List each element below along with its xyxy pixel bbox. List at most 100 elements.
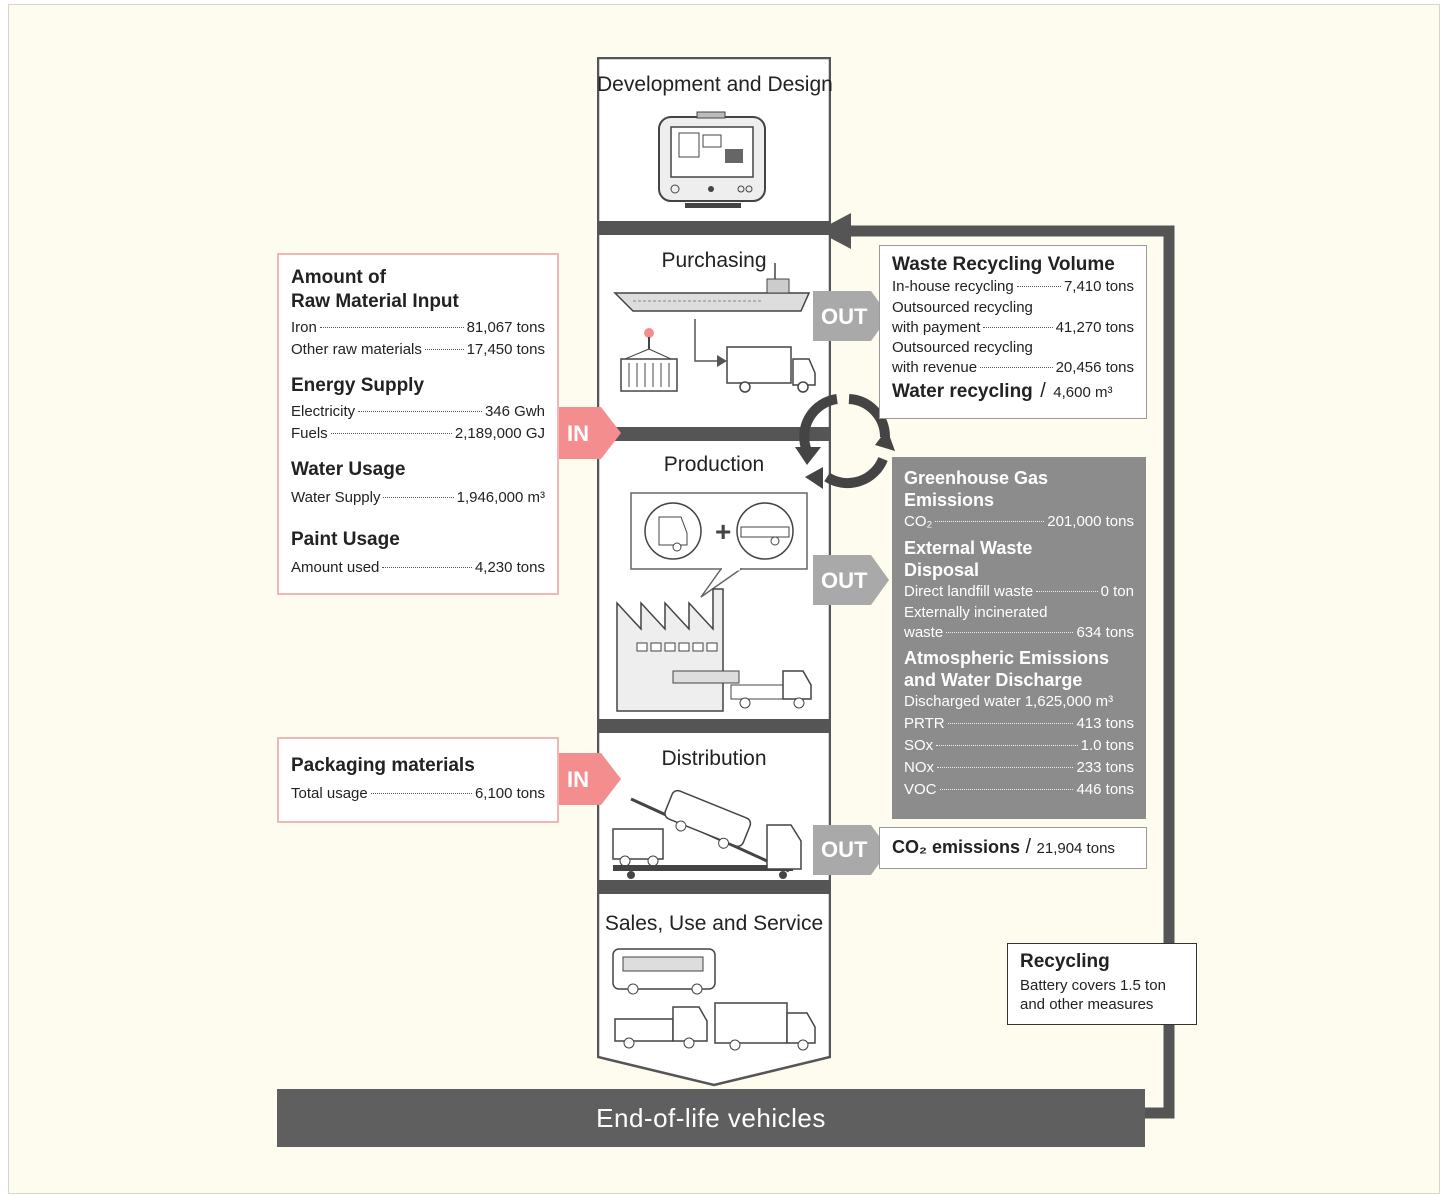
- payment-label: with payment: [892, 319, 981, 336]
- container-icon: [620, 328, 678, 392]
- sox-row: SOx 1.0 tons: [904, 735, 1134, 757]
- production-emissions-panel: Greenhouse Gas Emissions CO₂ 201,000 tons…: [892, 457, 1146, 819]
- recycling-loop-arrow: [817, 213, 1175, 1119]
- iron-value: 81,067 tons: [466, 319, 545, 336]
- sox-value: 1.0 tons: [1080, 737, 1134, 754]
- svg-text:+: +: [715, 516, 731, 547]
- recycling-line2: and other measures: [1020, 996, 1154, 1013]
- paint-used-label: Amount used: [291, 559, 380, 576]
- revenue-value: 20,456 tons: [1055, 359, 1134, 376]
- waste-recycling-box: Waste Recycling Volume In-house recyclin…: [879, 245, 1147, 419]
- energy-title: Energy Supply: [291, 375, 425, 396]
- bus-icon: [612, 948, 816, 1051]
- paint-used-row: Amount used 4,230 tons: [291, 557, 545, 579]
- distribution-co2-box: CO₂ emissions / 21,904 tons: [879, 827, 1147, 869]
- prtr-value: 413 tons: [1076, 715, 1134, 732]
- water-recycling-row: Water recycling / 4,600 m³: [892, 380, 1134, 403]
- ship-icon: [613, 263, 811, 312]
- external-waste-title-2: Disposal: [904, 560, 980, 580]
- out-tag-distribution: [813, 825, 889, 875]
- recycle-arrows-icon: [795, 394, 895, 489]
- truck-parts-bubble-icon: +: [630, 492, 808, 598]
- voc-row: VOC 446 tons: [904, 779, 1134, 801]
- packaging-value: 6,100 tons: [474, 785, 545, 802]
- out-tag-purchasing-label: OUT: [821, 304, 868, 329]
- payment-line1: Outsourced recycling: [892, 299, 1033, 316]
- car-carrier-icon: [612, 789, 802, 879]
- water-recycling-sep: /: [1040, 380, 1046, 402]
- stage-sales-title: Sales, Use and Service: [604, 912, 824, 935]
- in-tag-packaging-label: IN: [567, 767, 589, 792]
- stage-production-title: Production: [663, 453, 765, 476]
- recycling-line1: Battery covers 1.5 ton: [1020, 977, 1166, 994]
- landfill-label: Direct landfill waste: [904, 583, 1034, 600]
- landfill-row: Direct landfill waste 0 ton: [904, 581, 1134, 603]
- payment-value: 41,270 tons: [1055, 319, 1134, 336]
- co2-prod-row: CO₂ 201,000 tons: [904, 511, 1134, 533]
- co2-prod-value: 201,000 tons: [1047, 513, 1134, 530]
- sox-label: SOx: [904, 737, 934, 754]
- revenue-label: with revenue: [892, 359, 978, 376]
- water-supply-value: 1,946,000 m³: [456, 489, 545, 506]
- in-tag-energy-label: IN: [567, 421, 589, 446]
- revenue-line1: Outsourced recycling: [892, 339, 1033, 356]
- electricity-label: Electricity: [291, 403, 356, 420]
- fuels-value: 2,189,000 GJ: [454, 425, 545, 442]
- ghg-title-1: Greenhouse Gas: [904, 468, 1049, 488]
- paint-used-value: 4,230 tons: [474, 559, 545, 576]
- revenue-row: with revenue 20,456 tons: [892, 358, 1134, 378]
- diagram-canvas: Development and Design Purchasing: [8, 4, 1440, 1194]
- ghg-title-2: Emissions: [904, 490, 995, 510]
- process-column: Development and Design Purchasing: [597, 57, 833, 1087]
- in-tag-energy: [547, 407, 621, 459]
- discharged-label: Discharged water: [904, 693, 1021, 710]
- out-tag-production: [813, 555, 889, 605]
- atmospheric-title-2: and Water Discharge: [904, 670, 1083, 690]
- packaging-row: Total usage 6,100 tons: [291, 783, 545, 805]
- water-usage-title: Water Usage: [291, 459, 406, 480]
- inhouse-label: In-house recycling: [892, 278, 1014, 295]
- stage-development-title: Development and Design: [597, 73, 833, 96]
- iron-row: Iron 81,067 tons: [291, 317, 545, 339]
- landfill-value: 0 ton: [1100, 583, 1134, 600]
- raw-material-title-1: Amount of: [291, 267, 386, 288]
- co2-dist-sep: /: [1025, 836, 1032, 858]
- end-of-life-bar: End-of-life vehicles: [277, 1089, 1145, 1147]
- co2-prod-label: CO₂: [904, 513, 933, 530]
- paint-usage-title: Paint Usage: [291, 529, 400, 550]
- prtr-label: PRTR: [904, 715, 945, 732]
- factory-icon: [616, 588, 812, 712]
- in-tag-packaging: [547, 753, 621, 805]
- packaging-label: Total usage: [291, 785, 368, 802]
- voc-value: 446 tons: [1076, 781, 1134, 798]
- water-supply-row: Water Supply 1,946,000 m³: [291, 487, 545, 509]
- stage-purchasing-title: Purchasing: [661, 249, 767, 272]
- prtr-row: PRTR 413 tons: [904, 713, 1134, 735]
- monitor-icon: [658, 111, 766, 208]
- out-tag-production-label: OUT: [821, 568, 868, 593]
- co2-dist-value: 21,904 tons: [1036, 840, 1115, 857]
- incinerated-line1: Externally incinerated: [904, 604, 1048, 621]
- water-supply-label: Water Supply: [291, 489, 381, 506]
- recycling-note-box: Recycling Battery covers 1.5 ton and oth…: [1007, 943, 1197, 1025]
- voc-label: VOC: [904, 781, 937, 798]
- out-tag-distribution-label: OUT: [821, 837, 868, 862]
- iron-label: Iron: [291, 319, 317, 336]
- co2-dist-label: CO₂ emissions: [892, 837, 1021, 857]
- discharged-value: 1,625,000 m³: [1024, 693, 1114, 710]
- truck-icon: [694, 319, 816, 393]
- water-recycling-label: Water recycling: [892, 381, 1033, 402]
- atmospheric-title-1: Atmospheric Emissions: [904, 648, 1110, 668]
- water-recycling-value: 4,600 m³: [1053, 384, 1113, 401]
- recycling-title: Recycling: [1020, 951, 1110, 972]
- other-raw-label: Other raw materials: [291, 341, 422, 358]
- incinerated-label: waste: [904, 624, 944, 641]
